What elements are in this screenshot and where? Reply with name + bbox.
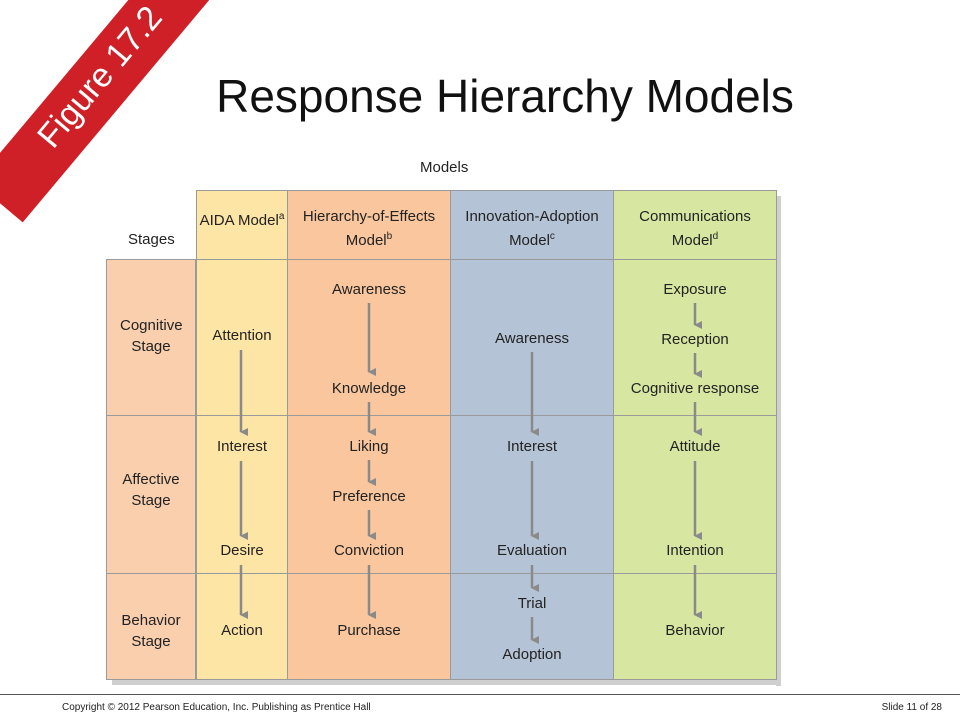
ia-step: Evaluation	[496, 542, 568, 559]
aida-step: Desire	[220, 542, 264, 559]
stage-cognitive: Cognitive Stage	[120, 317, 183, 355]
hoe-step: Liking	[349, 438, 389, 455]
header-hoe-name: Hierarchy-of-Effects Model	[302, 208, 436, 249]
slide-number: Slide 11 of 28	[881, 702, 942, 713]
header-communications: Communications Modeld	[618, 207, 772, 251]
stage-affective: Affective Stage	[122, 471, 180, 509]
comm-step: Behavior	[665, 622, 725, 639]
header-comm-name: Communications Model	[639, 208, 751, 249]
header-innovation-adoption: Innovation-Adoption Modelc	[455, 207, 609, 251]
stage-behavior: Behavior Stage	[121, 612, 181, 650]
header-aida-name: AIDA Model	[199, 212, 279, 229]
header-hierarchy-of-effects: Hierarchy-of-Effects Modelb	[292, 207, 446, 251]
aida-step: Interest	[216, 438, 268, 455]
models-label: Models	[420, 159, 469, 176]
ia-step: Adoption	[502, 646, 562, 663]
comm-step: Attitude	[669, 438, 721, 455]
header-hoe-sup: b	[386, 231, 393, 242]
table-shadow-right	[776, 196, 781, 686]
header-ia-sup: c	[549, 231, 555, 242]
copyright: Copyright © 2012 Pearson Education, Inc.…	[62, 702, 371, 713]
aida-step: Action	[221, 622, 263, 639]
header-comm-sup: d	[712, 231, 719, 242]
comm-step: Cognitive response	[630, 380, 760, 397]
comm-step: Intention	[666, 542, 724, 559]
aida-step: Attention	[212, 327, 272, 344]
ia-step: Trial	[517, 595, 547, 612]
header-aida: AIDA Modela	[196, 207, 288, 231]
hoe-step: Preference	[332, 488, 406, 505]
hoe-step: Awareness	[332, 281, 406, 298]
comm-step: Reception	[661, 331, 729, 348]
row-divider-cognitive	[106, 415, 777, 416]
stages-column	[106, 259, 196, 680]
footer-divider	[0, 694, 960, 695]
hoe-step: Purchase	[337, 622, 401, 639]
row-divider-header	[106, 259, 777, 260]
hoe-step: Conviction	[333, 542, 405, 559]
header-ia-name: Innovation-Adoption Model	[465, 208, 599, 249]
ia-step: Interest	[506, 438, 558, 455]
comm-step: Exposure	[663, 281, 727, 298]
row-divider-affective	[106, 573, 777, 574]
hoe-step: Knowledge	[331, 380, 407, 397]
table-shadow-bottom	[112, 680, 781, 685]
stages-label: Stages	[128, 231, 175, 248]
slide-title: Response Hierarchy Models	[216, 70, 794, 122]
ia-step: Awareness	[495, 330, 569, 347]
header-aida-sup: a	[278, 211, 285, 222]
